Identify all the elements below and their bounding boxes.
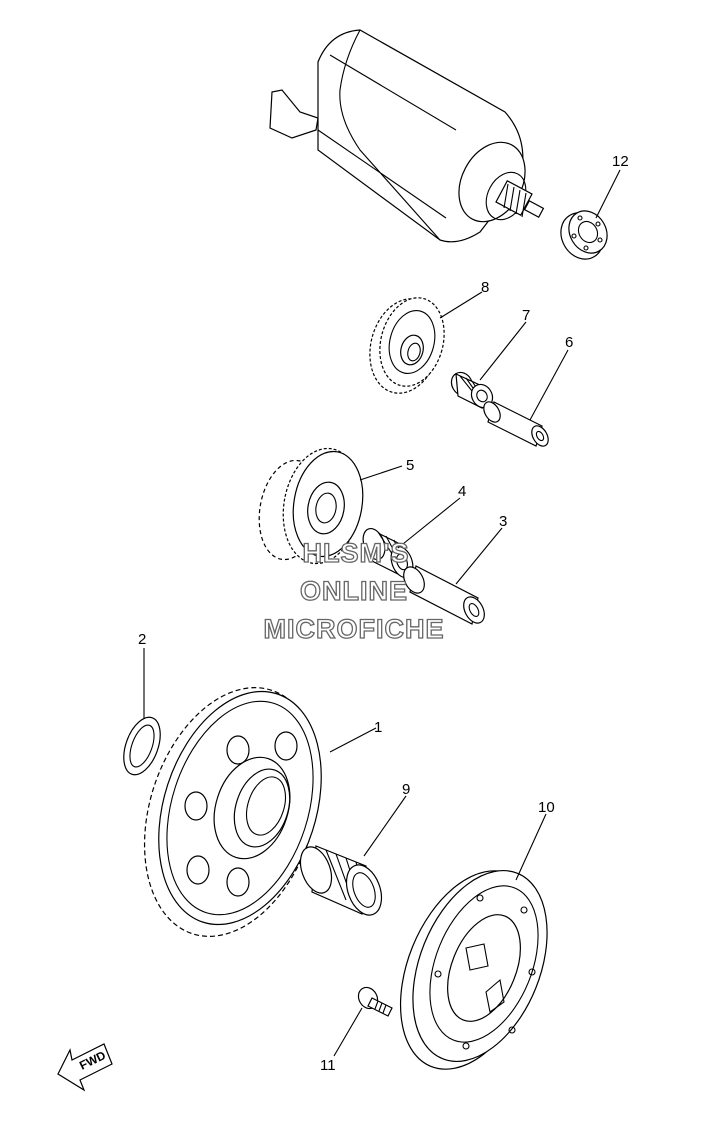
starter-clutch-10[interactable]	[374, 850, 574, 1089]
needle-bearing-9[interactable]	[295, 843, 388, 920]
gear-8[interactable]	[360, 291, 454, 402]
callout-12: 12	[612, 153, 629, 170]
needle-bearing-7[interactable]	[447, 369, 496, 412]
bolt-11[interactable]	[355, 984, 393, 1017]
gear-5[interactable]	[252, 442, 371, 569]
shaft-6[interactable]	[480, 399, 551, 449]
watermark-line-1: HLSM'S	[303, 538, 410, 568]
callout-1: 1	[374, 719, 382, 736]
watermark-line-2: ONLINE	[300, 576, 408, 606]
callout-2: 2	[138, 631, 146, 648]
callout-8: 8	[481, 279, 489, 296]
callout-6: 6	[565, 334, 573, 351]
watermark: HLSM'S ONLINE MICROFICHE	[263, 537, 445, 644]
callout-11: 11	[320, 1057, 336, 1074]
callout-4: 4	[458, 483, 466, 500]
callout-10: 10	[538, 799, 555, 816]
callouts: 1 2 3 4 5 6 7 8 9 10 11 12	[138, 153, 629, 1074]
callout-7: 7	[522, 307, 530, 324]
washer-2[interactable]	[117, 712, 168, 779]
gear-1[interactable]	[114, 665, 349, 959]
fwd-arrow: FWD	[57, 1043, 113, 1092]
callout-3: 3	[499, 513, 507, 530]
callout-9: 9	[402, 781, 410, 798]
leader-lines	[143, 169, 621, 1057]
shaft-3[interactable]	[399, 563, 488, 626]
watermark-line-3: MICROFICHE	[264, 614, 445, 644]
starter-motor[interactable]	[269, 29, 545, 243]
callout-5: 5	[406, 457, 414, 474]
needle-bearing-4[interactable]	[359, 526, 417, 581]
bearing-12[interactable]	[553, 204, 615, 267]
